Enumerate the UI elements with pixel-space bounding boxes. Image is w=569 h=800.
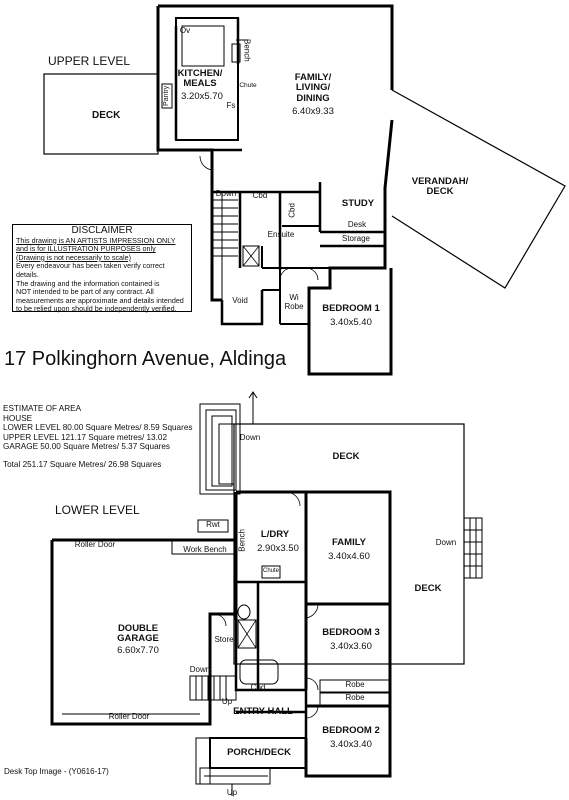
lower-down-top-label: Down	[239, 433, 261, 442]
upper-level-walls	[158, 4, 394, 376]
family-living-dining-label: FAMILY/ LIVING/ DINING	[294, 72, 332, 104]
lower-up-stair-label: Up	[221, 697, 233, 706]
bedroom-1-label: BEDROOM 1	[322, 303, 380, 314]
bedroom-3-label: BEDROOM 3	[322, 627, 380, 638]
laundry-size: 2.90x3.50	[257, 543, 299, 554]
wi-robe-label: Wi Robe	[284, 293, 304, 311]
double-garage-size: 6.60x7.70	[117, 645, 159, 656]
disclaimer-box: DISCLAIMER This drawing is AN ARTISTS IM…	[12, 224, 192, 314]
lower-family-size: 3.40x4.60	[328, 551, 370, 562]
disclaimer-line-1: This drawing is AN ARTISTS IMPRESSION ON…	[16, 235, 176, 245]
laundry-label: L/DRY	[260, 529, 290, 540]
fridge-space-label: Fs	[226, 101, 236, 110]
verandah-outline	[391, 89, 566, 289]
disclaimer-heading: DISCLAIMER	[71, 225, 133, 236]
kitchen-meals-label: KITCHEN/ MEALS	[177, 68, 223, 90]
robe-label-1: Robe	[345, 680, 365, 689]
property-title: 17 Polkinghorn Avenue, Aldinga	[4, 348, 287, 370]
work-bench-label: Work Bench	[183, 545, 227, 554]
disclaimer-line-4: Every endeavour has been taken verify co…	[16, 261, 165, 279]
rainwater-tank-label: Rwt	[206, 520, 220, 529]
double-garage-label: DOUBLE GARAGE	[117, 623, 159, 645]
void-label: Void	[232, 296, 248, 305]
upper-bench-label: Bench	[242, 39, 252, 62]
bedroom-3-size: 3.40x3.60	[330, 641, 372, 652]
disclaimer-line-8: to be relied upon should be independentl…	[16, 304, 177, 314]
lower-level-walls	[234, 490, 392, 778]
lower-down-right-label: Down	[435, 538, 457, 547]
lower-deck-right-label: DECK	[414, 583, 442, 594]
lower-cbd-label: Cbd	[250, 683, 266, 692]
verandah-deck-label: VERANDAH/ DECK	[411, 176, 469, 198]
bedroom-2-size: 3.40x3.40	[330, 739, 372, 750]
bedroom-1-size: 3.40x5.40	[330, 317, 372, 328]
area-line-6: Total 251.17 Square Metres/ 26.98 Square…	[3, 459, 162, 469]
area-line-5: GARAGE 50.00 Square Metres/ 5.37 Squares	[3, 442, 171, 451]
lower-bench-label: Bench	[237, 529, 247, 552]
storage-label: Storage	[341, 234, 371, 243]
area-line-4: UPPER LEVEL 121.17 Square metres/ 13.02	[3, 432, 167, 442]
upper-chute-label: Chute	[239, 82, 257, 89]
lower-level-label: LOWER LEVEL	[55, 503, 140, 517]
roller-door-top-label: Roller Door	[74, 540, 116, 549]
robe-label-2: Robe	[345, 693, 365, 702]
disclaimer-line-7: measurements are approximate and details…	[16, 295, 184, 305]
area-estimate: ESTIMATE OF AREA HOUSE LOWER LEVEL 80.00…	[3, 404, 192, 469]
upper-down-label: Down	[215, 189, 237, 198]
upper-cbd-label-1: Cbd	[252, 191, 268, 200]
lower-chute-label: Chute	[262, 568, 279, 574]
lower-family-label: FAMILY	[332, 537, 366, 548]
porch-up-label: Up	[226, 788, 238, 797]
porch-deck-label: PORCH/DECK	[227, 747, 291, 758]
lower-down-stair-label: Down	[189, 665, 211, 674]
upper-cbd-label-2: Cbd	[287, 203, 297, 218]
disclaimer-line-6: NOT intended to be part of any contract.…	[16, 287, 154, 297]
desk-label: Desk	[347, 220, 367, 229]
store-label: Store	[214, 635, 234, 644]
area-line-3: LOWER LEVEL 80.00 Square Metres/ 8.59 Sq…	[3, 423, 193, 432]
footer-image-code: Desk Top Image - (Y0616-17)	[4, 767, 109, 776]
disclaimer-line-2: and is for ILLUSTRATION PURPOSES only	[16, 244, 156, 254]
pantry-label: Pantry	[163, 85, 171, 106]
entry-hall-label: ENTRY HALL	[233, 706, 293, 717]
disclaimer-line-3: (Drawing is not necessarily to scale)	[16, 252, 132, 262]
family-living-dining-size: 6.40x9.33	[292, 106, 334, 117]
ensuite-label: Ensuite	[267, 230, 295, 239]
kitchen-meals-size: 3.20x5.70	[181, 91, 223, 102]
area-line-1: ESTIMATE OF AREA	[3, 404, 82, 413]
area-line-2: HOUSE	[3, 413, 33, 423]
bedroom-2-label: BEDROOM 2	[322, 725, 380, 736]
roller-door-bottom-label: Roller Door	[108, 712, 150, 721]
disclaimer-line-5: The drawing and the information containe…	[16, 278, 160, 288]
study-label: STUDY	[341, 198, 375, 209]
lower-deck-top-label: DECK	[332, 451, 360, 462]
upper-deck-label: DECK	[92, 110, 121, 121]
oven-label: Ov	[179, 26, 191, 35]
upper-level-label: UPPER LEVEL	[48, 54, 131, 68]
